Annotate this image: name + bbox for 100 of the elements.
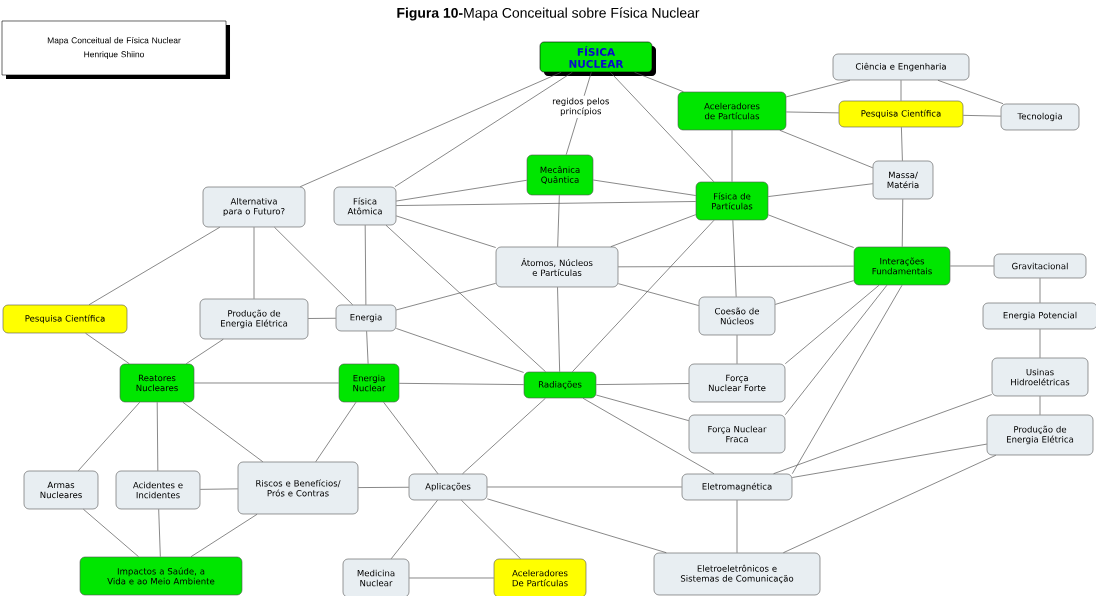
concept-box: Massa/ Matéria [872,160,934,200]
connector-line [366,330,369,365]
connector-line [784,284,880,365]
concept-box: Eletromagnética [681,473,793,501]
connector-line [88,226,221,306]
connector-line [486,486,683,488]
connector-line [572,219,715,373]
connector-line [610,214,697,248]
connector-line [557,194,560,248]
connector-line [408,577,495,579]
connector-line [383,401,439,475]
connector-line [731,129,733,183]
connector-line [156,401,159,472]
connector-line [182,401,264,463]
concept-box: Impactos a Saúde, a Vida e ao Meio Ambiente [79,556,243,596]
connector-line [395,215,497,248]
connector-line [962,115,1002,117]
concept-box: Aceleradores de Partículas [677,91,787,131]
concept-box: Alternativa para o Futuro? [202,186,306,228]
connector-line [385,224,546,373]
connector-line [595,383,690,385]
concept-box: Tecnologia [1000,103,1080,131]
author-box: Mapa Conceitual de Física Nuclear Henrique Shiino [1,20,230,79]
connector-line [1039,328,1041,359]
connector-line [1039,277,1041,304]
connector-line [610,71,715,183]
connector-line [785,79,851,98]
connector-line [783,454,997,554]
main-concept-box: FÍSICA NUCLEAR [539,41,656,76]
connector-line [315,401,357,463]
connector-line [949,265,995,267]
connector-line [582,397,715,475]
connector-line [395,328,525,373]
concept-box: Coesão de Núcleos [698,296,776,336]
concept-box: Radiações [523,371,597,399]
concept-box: Força Nuclear Forte [688,363,786,403]
connector-line [791,443,988,478]
concept-box: Ciência e Engenharia [832,53,970,81]
connector-line [736,499,738,554]
connector-line [77,401,141,472]
connector-line [83,508,139,558]
connector-line [767,183,874,197]
figure-title: Figura 10-Mapa Conceitual sobre Física Nuclear [397,7,700,21]
connector-line [901,126,903,162]
concept-box: Eletroeletrônicos e Sistemas de Comunicação [653,552,821,596]
concept-box: Energia Nuclear [338,363,400,403]
concept-box: Usinas Hidroelétricas [991,357,1089,397]
connector-line [390,499,438,560]
concept-box: Aplicações [408,473,488,501]
connector-line [394,71,573,188]
concept-box: Aceleradores De Partículas [493,558,587,596]
concept-box: Medicina Nuclear [342,558,410,596]
concept-box: Energia [335,304,397,332]
connector-line [784,284,888,416]
connector-line [773,394,993,475]
connector-line [274,226,353,306]
connector-line [158,508,161,558]
connector-line [395,179,528,202]
connector-line [937,79,1004,105]
connector-line [900,79,902,102]
concept-box: Força Nuclear Fraca [688,414,786,454]
connector-line [190,513,258,558]
connector-line [791,284,903,475]
connector-line [486,498,667,554]
concept-box: Produção de Energia Elétrica [986,414,1094,456]
concept-box: Riscos e Benefícios/ Prós e Contras [237,461,359,515]
connector-line [185,338,224,365]
concept-box: Gravitacional [993,253,1087,279]
connector-line [557,286,560,373]
connector-line [732,219,737,298]
connector-line [398,382,525,385]
connector-line [767,214,855,248]
connector-line [85,332,130,365]
connector-line [253,226,255,300]
connector-line [901,198,904,248]
connector-line [595,394,690,421]
concept-box: Reatores Nucleares [119,363,195,403]
concept-box: Pesquisa Científica [838,100,964,128]
connector-line [461,499,521,560]
concept-box: Energia Potencial [982,302,1096,330]
connector-line [307,317,337,319]
connector-line [617,265,855,268]
connector-line [592,179,697,196]
connector-line [617,283,700,306]
connector-line [634,71,684,93]
concept-box: Física de Partículas [695,181,769,221]
connector-line [785,111,840,114]
concept-box: Produção de Energia Elétrica [199,298,309,340]
concept-box: Átomos, Núcleos e Partículas [495,246,619,288]
connector-line [364,224,367,306]
connector-line [357,486,410,488]
connector-line [199,488,239,490]
connector-line [299,71,562,188]
concept-box: Interações Fundamentais [853,246,951,286]
concept-box: Física Atômica [333,186,397,226]
connector-line [193,382,340,384]
connector-line [395,201,697,206]
connector-line [395,283,497,311]
concept-box: Mecânica Quântica [526,154,594,196]
connector-line [736,334,738,365]
